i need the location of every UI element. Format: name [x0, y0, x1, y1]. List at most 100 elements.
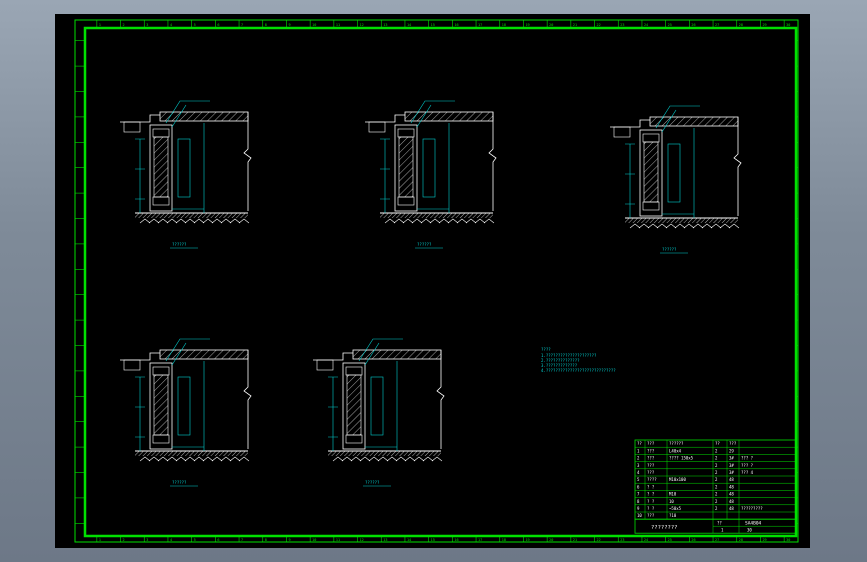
- panel-guide: [667, 143, 681, 203]
- table-cell: ???: [647, 463, 655, 468]
- detail-views: ??????????????????????????????: [120, 100, 742, 487]
- tick-label-bottom: 8: [265, 538, 267, 542]
- table-cell: 7: [637, 492, 640, 497]
- table-header-cell: ???: [647, 441, 655, 446]
- tick-label-bottom: 17: [478, 538, 482, 542]
- slab: [352, 349, 442, 360]
- ground-mark: [411, 218, 423, 224]
- ground-mark: [202, 218, 214, 224]
- table-cell: 6: [637, 484, 640, 489]
- ground-mark: [474, 218, 486, 224]
- detail-view-5: ??????: [313, 338, 445, 487]
- leader-line: [655, 105, 700, 129]
- tick-label-bottom: 29: [762, 538, 766, 542]
- ground-mark: [229, 218, 241, 224]
- top-bracket: [345, 366, 363, 376]
- table-cell: ??? 4: [741, 470, 754, 475]
- table-header-cell: ???: [729, 441, 737, 446]
- ground-mark: [420, 218, 432, 224]
- notes-line-3: 3.?????????????: [541, 363, 578, 368]
- tick-label-bottom: 3: [146, 538, 148, 542]
- ground-mark: [229, 456, 241, 462]
- ground-mark: [438, 218, 450, 224]
- ground-mark: [157, 218, 169, 224]
- ground-mark: [139, 456, 151, 462]
- panel-guide: [422, 138, 436, 198]
- ground-mark: [211, 456, 223, 462]
- table-cell: ?????????: [741, 506, 763, 511]
- table-cell: 48: [729, 499, 734, 504]
- break-line: [243, 112, 252, 211]
- leader-line: [661, 109, 677, 133]
- table-cell: 48: [729, 484, 734, 489]
- detail-caption: ??????: [662, 247, 677, 252]
- ground-mark: [193, 456, 205, 462]
- sheet-number: 1: [721, 528, 724, 533]
- tick-label-bottom: 14: [407, 538, 411, 542]
- slab: [159, 111, 249, 122]
- break-line: [243, 350, 252, 449]
- tick-label-top: 26: [691, 23, 695, 27]
- tick-label-top: 9: [288, 23, 290, 27]
- table-cell: 2: [637, 456, 640, 461]
- notes-line-4: 4.?????????????????????????????: [541, 368, 616, 373]
- tick-label-top: 28: [739, 23, 743, 27]
- frame-outline: [342, 362, 366, 450]
- tick-label-bottom: 18: [502, 538, 506, 542]
- drawing-number: SA4B04: [745, 521, 762, 527]
- table-cell: 48: [729, 506, 734, 511]
- leader-line: [171, 342, 187, 366]
- top-bracket: [152, 366, 170, 376]
- tick-label-bottom: 21: [573, 538, 577, 542]
- tick-label-bottom: 22: [597, 538, 601, 542]
- ground-mark: [211, 218, 223, 224]
- leader-line: [165, 338, 210, 362]
- ground-mark: [701, 223, 713, 229]
- panel-guide: [370, 376, 384, 436]
- tick-label-top: 12: [360, 23, 364, 27]
- detail-view-3: ??????: [610, 105, 742, 254]
- bottom-bracket: [642, 201, 660, 211]
- tick-label-top: 6: [217, 23, 219, 27]
- top-bracket: [642, 133, 660, 143]
- ground-mark: [220, 218, 232, 224]
- tick-label-top: 11: [336, 23, 340, 27]
- table-cell: ? ?: [647, 492, 655, 497]
- tick-label-top: 22: [597, 23, 601, 27]
- frame-core: [643, 141, 659, 203]
- ground-mark: [377, 456, 389, 462]
- tick-label-top: 27: [715, 23, 719, 27]
- table-cell: 2: [715, 477, 718, 482]
- tick-label-top: 17: [478, 23, 482, 27]
- tick-label-bottom: 28: [739, 538, 743, 542]
- table-cell: M10x100: [669, 477, 686, 482]
- ground-mark: [148, 218, 160, 224]
- ground-mark: [386, 456, 398, 462]
- table-cell: ???: [647, 448, 655, 453]
- tick-label-bottom: 12: [360, 538, 364, 542]
- table-cell: ???: [647, 513, 655, 518]
- table-cell: 2: [715, 484, 718, 489]
- ground-mark: [431, 456, 443, 462]
- tick-label-top: 30: [786, 23, 790, 27]
- table-cell: M10: [669, 492, 677, 497]
- ground-mark: [220, 456, 232, 462]
- slab: [159, 349, 249, 360]
- stub-block: [316, 359, 334, 371]
- detail-view-2: ??????: [365, 100, 497, 249]
- ground-mark: [238, 456, 250, 462]
- tick-label-top: 3: [146, 23, 148, 27]
- table-cell: 3#: [729, 463, 734, 468]
- frame-core: [398, 136, 414, 198]
- tick-label-bottom: 10: [312, 538, 316, 542]
- tick-label-bottom: 5: [194, 538, 196, 542]
- ground-mark: [647, 223, 659, 229]
- ground-mark: [384, 218, 396, 224]
- table-cell: ???: [647, 456, 655, 461]
- ground-mark: [629, 223, 641, 229]
- tick-label-bottom: 19: [525, 538, 529, 542]
- ground-mark: [368, 456, 380, 462]
- leader-line: [358, 338, 403, 362]
- tick-label-bottom: 4: [170, 538, 172, 542]
- bottom-bracket: [152, 434, 170, 444]
